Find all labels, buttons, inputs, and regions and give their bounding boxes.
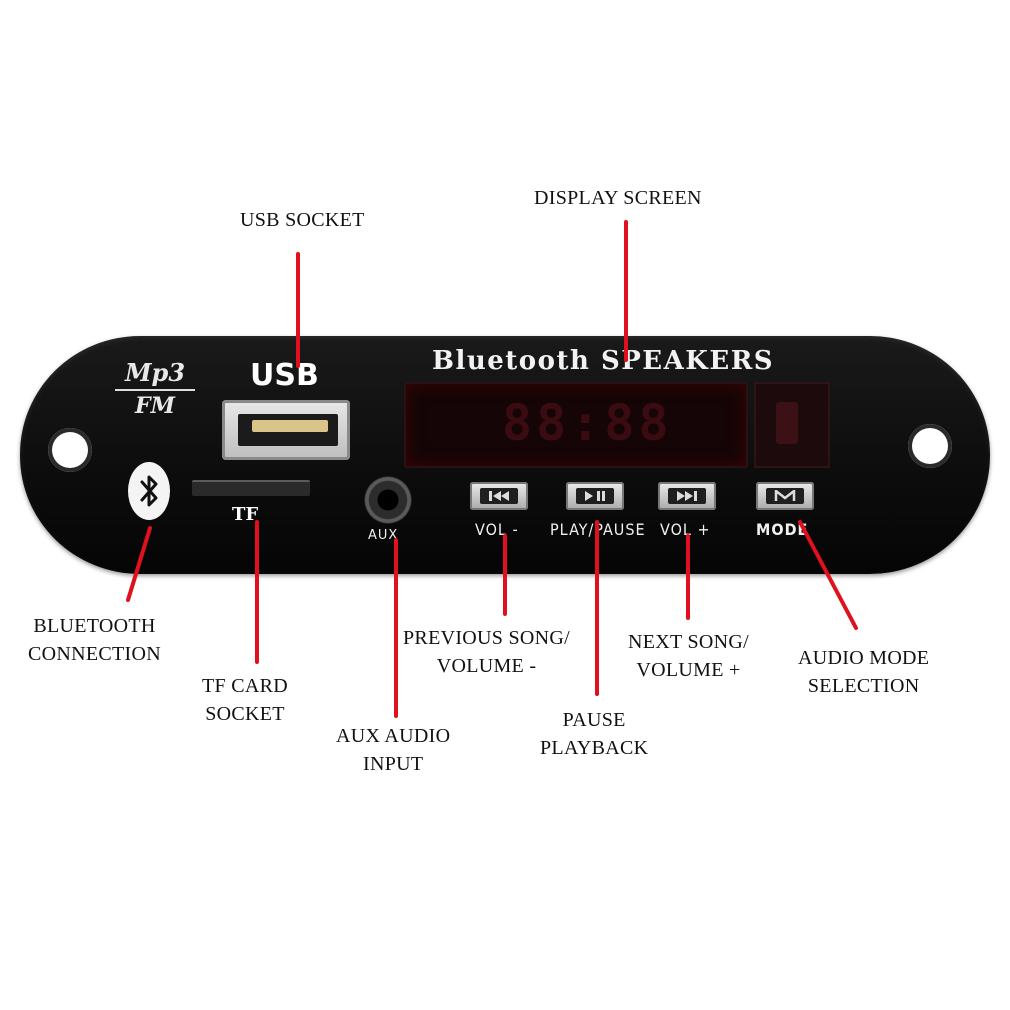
vol-plus-label: VOL + [660, 520, 711, 539]
play-pause-label: PLAY/PAUSE [550, 520, 646, 539]
right-mounting-hole [908, 424, 952, 468]
left-mounting-hole [48, 428, 92, 472]
previous-button[interactable] [470, 482, 528, 510]
callout-display-screen: DISPLAY SCREEN [534, 187, 702, 209]
usb-label: USB [250, 358, 319, 393]
previous-icon [489, 491, 509, 501]
display-digits: 88:88 [502, 394, 673, 452]
mode-icon [774, 490, 796, 501]
callout-usb-socket: USB SOCKET [240, 209, 365, 231]
play-pause-icon [585, 491, 605, 501]
bluetooth-speakers-title: Bluetooth SPEAKERS [432, 346, 775, 376]
display-screen: 88:88 [404, 382, 748, 468]
callout-previous-song: PREVIOUS SONG/VOLUME - [403, 627, 571, 677]
usb-socket[interactable] [222, 400, 350, 460]
mode-label: MODE [756, 520, 809, 539]
tf-card-slot[interactable] [192, 480, 310, 496]
next-icon [677, 491, 697, 501]
ir-receiver-window [754, 382, 830, 468]
play-pause-button[interactable] [566, 482, 624, 510]
aux-label: AUX [368, 528, 399, 543]
next-button[interactable] [658, 482, 716, 510]
callout-next-song: NEXT SONG/VOLUME + [628, 631, 749, 681]
aux-jack[interactable] [364, 476, 412, 524]
bluetooth-icon [128, 462, 170, 520]
mp3-fm-logo: Mp3 FM [105, 358, 205, 419]
tf-label: TF [232, 504, 259, 525]
vol-minus-label: VOL - [475, 520, 519, 539]
mode-button[interactable] [756, 482, 814, 510]
